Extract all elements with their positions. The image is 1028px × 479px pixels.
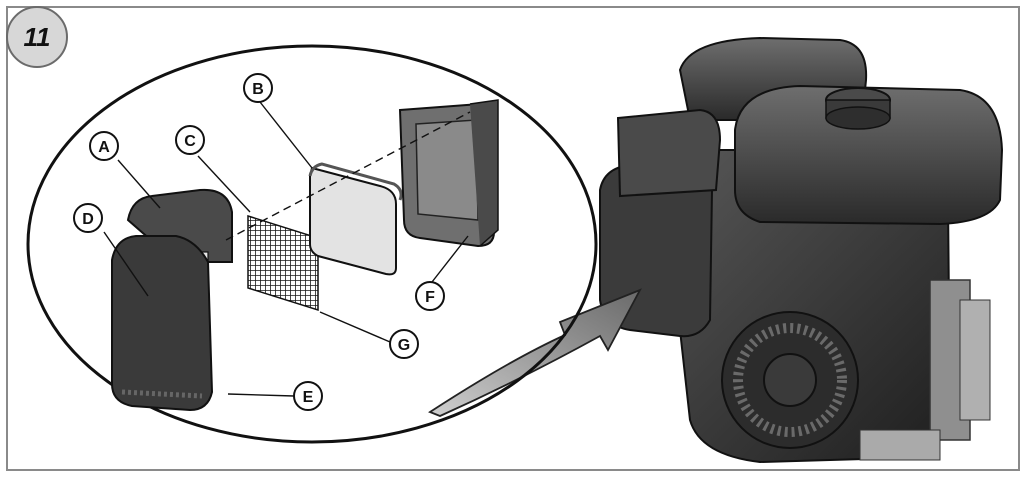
callout-label: F [425,289,435,306]
callout-label: D [82,211,94,228]
leader-lines [103,101,469,397]
callout-F: F [415,281,445,311]
callout-G: G [389,329,419,359]
callout-C: C [175,125,205,155]
callout-D: D [73,203,103,233]
callout-label: E [303,389,314,406]
callout-label: C [184,133,196,150]
detail-ellipse [26,44,598,444]
engine [599,36,1004,464]
pointer-arrow [428,288,642,417]
figure-frame [6,6,1020,471]
exploded-parts [111,99,499,412]
figure-number-badge: 11 [6,6,68,68]
callout-label: A [98,139,110,156]
callout-B: B [243,73,273,103]
callout-A: A [89,131,119,161]
figure-number: 11 [23,21,51,52]
callout-label: G [398,337,410,354]
callout-E: E [293,381,323,411]
callout-label: B [252,81,264,98]
